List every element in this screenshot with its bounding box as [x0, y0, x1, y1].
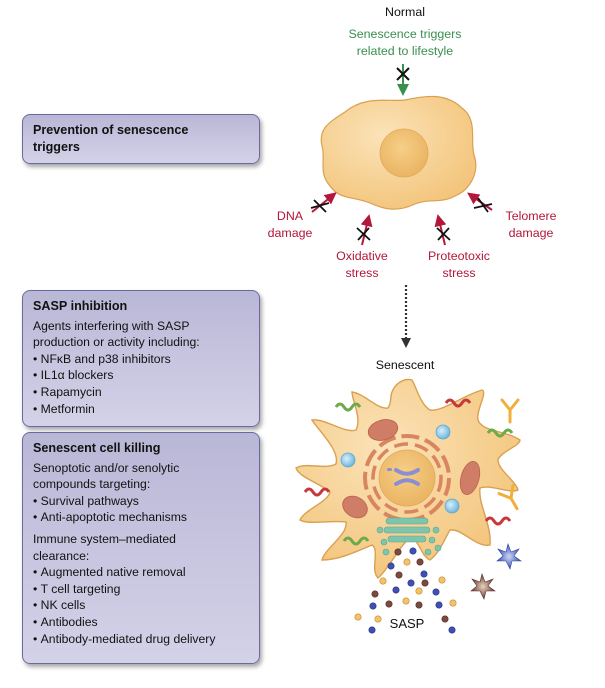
- sasp-particle: [395, 571, 403, 579]
- trigger-line: stress: [345, 265, 379, 280]
- sasp-particle: [387, 562, 395, 570]
- block-x-icon: [310, 199, 330, 213]
- dna-damage-arrow: [310, 192, 337, 213]
- sasp-particle: [415, 587, 423, 595]
- normal-cell: [320, 95, 477, 210]
- telomere-damage-label: Telomere damage: [496, 208, 566, 241]
- oxidative-stress-arrow: [356, 214, 373, 246]
- sasp-particle: [402, 597, 410, 605]
- sasp-inhibition-box: SASP inhibition Agents interfering with …: [22, 290, 260, 427]
- sasp-particle: [371, 590, 379, 598]
- nk-cell-star-icon: [496, 542, 522, 570]
- trigger-line: damage: [508, 225, 554, 240]
- lifestyle-arrow: [396, 64, 410, 96]
- block-x-icon: [356, 227, 371, 241]
- trigger-line: stress: [442, 265, 476, 280]
- sasp-particle: [374, 615, 382, 623]
- list-item: T cell targeting: [33, 581, 249, 598]
- sasp-particle: [449, 599, 457, 607]
- oxidative-stress-label: Oxidative stress: [322, 248, 402, 281]
- sasp-particle: [438, 576, 446, 584]
- list-item: Survival pathways: [33, 493, 249, 510]
- senolytic-intro: Senoptotic and/or senolytic compounds ta…: [33, 460, 180, 492]
- vesicles: [340, 424, 460, 514]
- sasp-inhibition-intro: Agents interfering with SASP production …: [33, 318, 200, 350]
- sasp-label: SASP: [389, 616, 425, 631]
- trigger-line: damage: [267, 225, 313, 240]
- proteotoxic-stress-label: Proteotoxic stress: [414, 248, 504, 281]
- list-item: NFκB and p38 inhibitors: [33, 351, 249, 368]
- list-item: IL1α blockers: [33, 367, 249, 384]
- senescent-cell-nucleus: [378, 449, 436, 507]
- block-x-icon: [473, 197, 493, 213]
- mitochondria: [342, 419, 481, 519]
- chromosome-icon: [394, 468, 420, 486]
- list-item: Rapamycin: [33, 384, 249, 401]
- cell-killing-title: Senescent cell killing: [33, 441, 161, 455]
- sasp-particles: [354, 547, 457, 634]
- block-x-icon: [396, 67, 410, 81]
- trigger-line: Proteotoxic: [428, 249, 490, 263]
- list-item: Augmented native removal: [33, 564, 249, 581]
- prevention-title: Prevention of senescence triggers: [33, 123, 189, 154]
- sasp-particle: [432, 588, 440, 596]
- transition-arrow: [401, 285, 411, 348]
- sasp-particle: [421, 579, 429, 587]
- lifestyle-trigger-label: Senescence triggers related to lifestyle: [330, 26, 480, 59]
- sasp-particle: [403, 558, 411, 566]
- sasp-particle: [394, 548, 402, 556]
- sasp-particle: [448, 626, 456, 634]
- normal-cell-nucleus: [379, 128, 429, 178]
- lifestyle-trigger-line: Senescence triggers: [348, 27, 462, 41]
- prevention-box: Prevention of senescence triggers: [22, 114, 260, 164]
- trigger-line: Telomere: [505, 209, 557, 223]
- immune-intro: Immune system–mediated clearance:: [33, 531, 176, 563]
- sasp-particle: [385, 600, 393, 608]
- block-x-icon: [436, 227, 451, 241]
- lifestyle-trigger-line: related to lifestyle: [356, 43, 454, 58]
- immune-list: Augmented native removal T cell targetin…: [33, 564, 249, 647]
- sasp-particle: [435, 601, 443, 609]
- sasp-particle: [415, 601, 423, 609]
- proteotoxic-stress-arrow: [434, 214, 451, 246]
- list-item: Antibodies: [33, 614, 249, 631]
- sasp-particle: [416, 558, 424, 566]
- sasp-particle: [409, 547, 417, 555]
- t-cell-star-icon: [470, 572, 496, 600]
- sasp-particle: [379, 577, 387, 585]
- list-item: Metformin: [33, 401, 249, 418]
- sasp-inhibition-list: NFκB and p38 inhibitors IL1α blockers Ra…: [33, 351, 249, 417]
- list-item: Anti-apoptotic mechanisms: [33, 509, 249, 526]
- telomere-damage-arrow: [467, 192, 493, 213]
- receptors: [303, 398, 514, 546]
- normal-label: Normal: [385, 5, 425, 19]
- golgi-apparatus: [376, 517, 442, 556]
- senescent-cell: [295, 378, 521, 579]
- dna-damage-label: DNA damage: [262, 208, 318, 241]
- list-item: Antibody-mediated drug delivery: [33, 631, 249, 648]
- sasp-particle: [369, 602, 377, 610]
- sasp-particle: [392, 586, 400, 594]
- cell-killing-box: Senescent cell killing Senoptotic and/or…: [22, 432, 260, 664]
- sasp-particle: [441, 615, 449, 623]
- sasp-particle: [368, 626, 376, 634]
- list-item: NK cells: [33, 597, 249, 614]
- senolytic-list: Survival pathways Anti-apoptotic mechani…: [33, 493, 249, 526]
- trigger-line: DNA: [276, 209, 304, 223]
- antibodies: [497, 398, 520, 511]
- senolytic-group: Senoptotic and/or senolytic compounds ta…: [33, 460, 249, 526]
- trigger-line: Oxidative: [336, 249, 388, 263]
- sasp-particle: [420, 570, 428, 578]
- sasp-particle: [354, 613, 362, 621]
- immune-group: Immune system–mediated clearance: Augmen…: [33, 531, 249, 647]
- senescent-label: Senescent: [375, 358, 435, 372]
- sasp-inhibition-title: SASP inhibition: [33, 299, 128, 313]
- sasp-particle: [407, 579, 415, 587]
